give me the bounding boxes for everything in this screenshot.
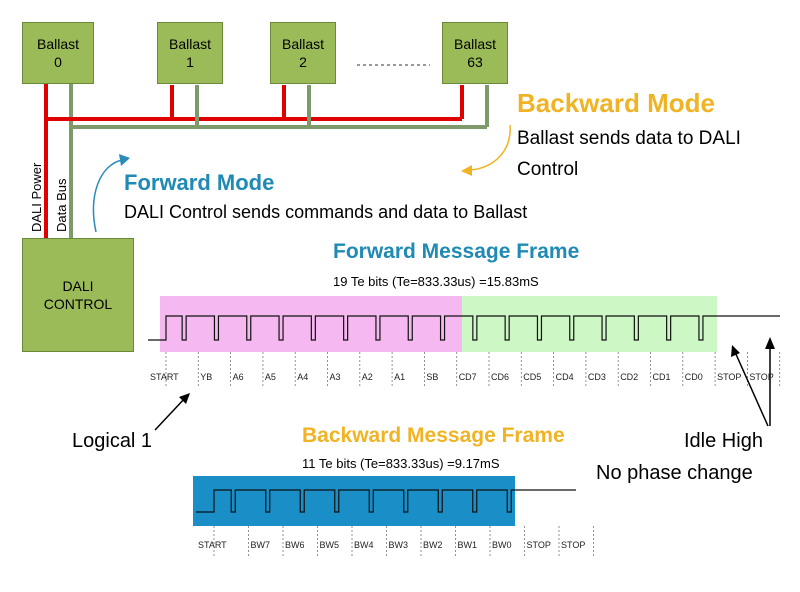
bit-label: STOP bbox=[717, 372, 742, 382]
annotation-arrows bbox=[154, 337, 775, 431]
forward-frame-subtitle: 19 Te bits (Te=833.33us) =15.83mS bbox=[333, 274, 539, 289]
forward-mode-arrow bbox=[92, 159, 123, 233]
bit-label: BW3 bbox=[388, 540, 409, 550]
bit-label: CD0 bbox=[684, 372, 703, 382]
logical1-label: Logical 1 bbox=[72, 430, 153, 452]
bit-label: START bbox=[150, 372, 179, 382]
bit-label: BW2 bbox=[423, 540, 443, 550]
bit-label: BW1 bbox=[457, 540, 478, 550]
bit-label: SB bbox=[426, 372, 439, 382]
dali-power-label: DALI Power bbox=[29, 162, 44, 232]
bit-label: BW0 bbox=[492, 540, 512, 550]
dali-control-box: DALI CONTROL bbox=[22, 238, 134, 352]
ballast-index: 63 bbox=[467, 54, 483, 70]
bit-label: YB bbox=[200, 372, 213, 382]
forward-frame-title: Forward Message Frame bbox=[333, 240, 580, 263]
forward-mode-title: Forward Mode bbox=[124, 170, 275, 195]
bit-label: BW6 bbox=[285, 540, 305, 550]
forward-arrowhead bbox=[119, 154, 130, 166]
logical1-arrowhead bbox=[179, 393, 190, 404]
ballast-63: Ballast 63 bbox=[442, 22, 508, 84]
bit-label: CD5 bbox=[523, 372, 542, 382]
ballast-label: Ballast bbox=[453, 36, 497, 52]
ballast-index: 1 bbox=[186, 54, 194, 70]
no-phase-change-label: No phase change bbox=[596, 462, 753, 484]
backward-mode-title: Backward Mode bbox=[517, 88, 715, 118]
backward-frame-title: Backward Message Frame bbox=[302, 424, 565, 447]
bit-label: A2 bbox=[361, 372, 373, 382]
bit-label: A6 bbox=[232, 372, 244, 382]
bit-label: A4 bbox=[297, 372, 309, 382]
ballast-label: Ballast bbox=[168, 36, 212, 52]
ballast-index: 2 bbox=[299, 54, 307, 70]
backward-mode-desc-1: Ballast sends data to DALI bbox=[517, 128, 741, 149]
bit-label: A3 bbox=[329, 372, 341, 382]
forward-data-region bbox=[462, 296, 717, 352]
ballast-label: Ballast bbox=[281, 36, 325, 52]
backward-mode-desc-2: Control bbox=[517, 159, 579, 180]
bit-label: CD2 bbox=[620, 372, 639, 382]
ballast-1: Ballast 1 bbox=[157, 22, 223, 84]
logical1-arrow bbox=[154, 396, 187, 431]
idle-arrowhead-2 bbox=[765, 337, 775, 349]
forward-mode-desc: DALI Control sends commands and data to … bbox=[124, 202, 528, 222]
dali-control-line2: CONTROL bbox=[43, 296, 113, 312]
backward-waveform bbox=[196, 489, 594, 556]
ballast-index: 0 bbox=[54, 54, 62, 70]
backward-frame-region bbox=[193, 476, 515, 526]
backward-arrowhead bbox=[461, 165, 472, 176]
bit-label: STOP bbox=[561, 540, 586, 550]
bit-label: STOP bbox=[526, 540, 551, 550]
data-bus-label: Data Bus bbox=[54, 178, 69, 232]
bit-label: CD4 bbox=[555, 372, 574, 382]
bit-label: CD6 bbox=[491, 372, 510, 382]
wiring bbox=[44, 64, 489, 240]
bit-label: BW5 bbox=[319, 540, 340, 550]
backward-mode-arrow bbox=[469, 124, 511, 171]
idle-arrow-1 bbox=[734, 351, 769, 427]
bit-label: CD7 bbox=[458, 372, 477, 382]
backward-frame-subtitle: 11 Te bits (Te=833.33us) =9.17mS bbox=[302, 456, 500, 471]
waveform-line bbox=[148, 315, 780, 341]
bit-label: A5 bbox=[264, 372, 276, 382]
ballast-label: Ballast bbox=[36, 36, 80, 52]
bit-label: CD3 bbox=[587, 372, 606, 382]
mode-arrows bbox=[92, 124, 511, 233]
bit-label: CD1 bbox=[652, 372, 671, 382]
idle-arrowhead-1 bbox=[731, 345, 740, 357]
bit-label: BW4 bbox=[354, 540, 374, 550]
ballast-0: Ballast 0 bbox=[22, 22, 94, 84]
ballast-2: Ballast 2 bbox=[270, 22, 336, 84]
bit-label: BW7 bbox=[250, 540, 271, 550]
forward-waveform bbox=[148, 315, 781, 388]
waveform-line bbox=[196, 489, 576, 513]
dali-control-line1: DALI bbox=[62, 278, 94, 294]
bit-label: START bbox=[198, 540, 227, 550]
idle-high-label: Idle High bbox=[684, 430, 763, 452]
bit-label: STOP bbox=[749, 372, 774, 382]
bit-label: A1 bbox=[394, 372, 406, 382]
